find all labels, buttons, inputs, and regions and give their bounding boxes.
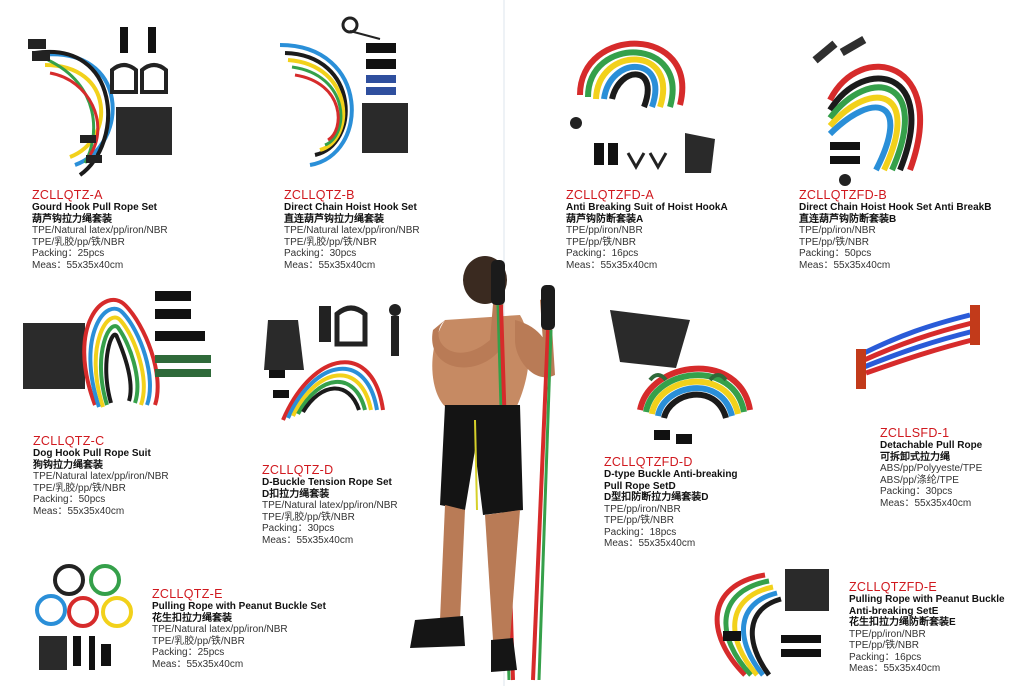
product-name-en: D-type Buckle Anti-breaking <box>604 469 738 480</box>
product-image <box>570 40 715 173</box>
packing-text: Packing：30pcs <box>880 486 953 497</box>
material-line: TPE/乳胶/pp/铁/NBR <box>152 635 245 647</box>
material-line: TPE/pp/iron/NBR <box>849 628 926 640</box>
packing-text: Packing：16pcs <box>849 651 922 663</box>
product-name-cn: 直连葫芦钩拉力绳套装 <box>284 213 384 225</box>
product-name-en: D-Buckle Tension Rope Set <box>262 477 392 488</box>
meas-text: Meas：55x35x40cm <box>566 259 658 271</box>
product-code: ZCLLQTZ-E <box>152 587 223 601</box>
product-image <box>812 36 924 186</box>
product-name-en: Gourd Hook Pull Rope Set <box>32 202 158 213</box>
product-name-cn: 葫芦钩防断套装A <box>566 213 644 225</box>
meas-text: Meas：55x35x40cm <box>604 538 696 549</box>
product-name-en-line2: Pull Rope SetD <box>604 480 676 492</box>
material-line: TPE/pp/iron/NBR <box>566 225 643 236</box>
product-zcllsfd-1: ZCLLSFD-1 Detachable Pull Rope 可拆卸式拉力绳 A… <box>850 295 1015 515</box>
meas-text: Meas：55x35x40cm <box>849 663 941 674</box>
product-code: ZCLLQTZ-B <box>284 188 355 202</box>
material-line: TPE/乳胶/pp/铁/NBR <box>33 482 126 494</box>
product-name-cn: 狗钩拉力绳套装 <box>33 459 103 471</box>
model-figure-image <box>410 256 555 681</box>
material-line: ABS/pp/涤纶/TPE <box>880 474 959 486</box>
product-name-en: Direct Chain Hoist Hook Set <box>284 202 417 213</box>
material-line: TPE/pp/iron/NBR <box>604 503 681 515</box>
material-line: TPE/Natural latex/pp/iron/NBR <box>152 624 288 635</box>
product-code: ZCLLQTZ-D <box>262 463 334 477</box>
product-code: ZCLLQTZFD-B <box>799 188 888 202</box>
material-line: TPE/pp/铁/NBR <box>604 515 675 526</box>
packing-text: Packing：16pcs <box>566 248 639 259</box>
product-name-en: Anti Breaking Suit of Hoist HookA <box>566 202 728 213</box>
product-code: ZCLLQTZ-A <box>32 188 103 202</box>
meas-text: Meas：55x35x40cm <box>262 534 354 546</box>
product-zcllqtzfd-a: ZCLLQTZFD-A Anti Breaking Suit of Hoist … <box>560 25 770 275</box>
product-name-en: Pulling Rope with Peanut Buckle <box>849 594 1005 605</box>
meas-text: Meas：55x35x40cm <box>880 497 972 509</box>
material-line: TPE/Natural latex/pp/iron/NBR <box>262 500 398 511</box>
product-image <box>23 291 211 408</box>
product-image <box>856 305 980 389</box>
material-line: TPE/pp/铁/NBR <box>566 236 637 248</box>
product-zcllqtzfd-d: ZCLLQTZFD-D D-type Buckle Anti-breaking … <box>600 300 800 560</box>
product-zcllqtz-a: ZCLLQTZ-A Gourd Hook Pull Rope Set 葫芦钩拉力… <box>20 25 220 275</box>
product-image <box>264 304 401 421</box>
meas-text: Meas：55x35x40cm <box>284 259 376 271</box>
packing-text: Packing：25pcs <box>32 248 105 259</box>
product-image <box>610 310 753 444</box>
product-name-cn: 花生扣拉力绳套装 <box>152 612 232 624</box>
material-line: TPE/pp/铁/NBR <box>849 640 920 651</box>
meas-text: Meas：55x35x40cm <box>33 505 125 517</box>
product-zcllqtz-e: ZCLLQTZ-E Pulling Rope with Peanut Buckl… <box>35 560 355 685</box>
product-zcllqtzfd-e: ZCLLQTZFD-E Pulling Rope with Peanut Buc… <box>705 565 1015 685</box>
product-name-cn: 花生扣拉力绳防断套装E <box>849 617 956 628</box>
product-name-en: Dog Hook Pull Rope Suit <box>33 448 151 459</box>
product-code: ZCLLQTZ-C <box>33 434 105 448</box>
product-name-en: Pulling Rope with Peanut Buckle Set <box>152 601 326 612</box>
material-line: TPE/pp/iron/NBR <box>799 225 876 236</box>
product-image <box>28 27 172 177</box>
packing-text: Packing：25pcs <box>152 647 225 658</box>
product-image <box>279 16 408 167</box>
product-code: ZCLLQTZFD-D <box>604 455 693 469</box>
meas-text: Meas：55x35x40cm <box>32 259 124 271</box>
product-name-cn: D扣拉力绳套装 <box>262 488 330 500</box>
packing-text: Packing：30pcs <box>284 248 357 259</box>
material-line: TPE/Natural latex/pp/iron/NBR <box>33 471 169 482</box>
material-line: TPE/Natural latex/pp/iron/NBR <box>284 225 420 236</box>
product-zcllqtz-b: ZCLLQTZ-B Direct Chain Hoist Hook Set 直连… <box>270 16 470 275</box>
product-name-cn: D型扣防断拉力绳套装D <box>604 492 709 503</box>
product-zcllqtz-d: ZCLLQTZ-D D-Buckle Tension Rope Set D扣拉力… <box>258 300 448 546</box>
product-name-en: Detachable Pull Rope <box>880 440 983 451</box>
packing-text: Packing：30pcs <box>262 523 335 534</box>
product-image <box>714 569 829 677</box>
product-name-en-line2: Anti-breaking SetE <box>849 605 939 617</box>
material-line: TPE/Natural latex/pp/iron/NBR <box>32 225 168 236</box>
meas-text: Meas：55x35x40cm <box>799 259 891 271</box>
product-code: ZCLLSFD-1 <box>880 426 950 440</box>
product-name-cn: 葫芦钩拉力绳套装 <box>32 213 112 225</box>
material-line: TPE/乳胶/pp/铁/NBR <box>284 236 377 248</box>
product-image <box>35 564 133 670</box>
product-name-cn: 可拆卸式拉力绳 <box>880 451 950 463</box>
material-line: TPE/乳胶/pp/铁/NBR <box>262 511 355 523</box>
product-name-en: Direct Chain Hoist Hook Set Anti BreakB <box>799 202 992 213</box>
material-line: TPE/pp/铁/NBR <box>799 236 870 248</box>
packing-text: Packing：50pcs <box>33 494 106 505</box>
product-code: ZCLLQTZFD-E <box>849 580 938 594</box>
material-line: ABS/pp/Polyyeste/TPE <box>880 463 983 474</box>
product-zcllqtzfd-b: ZCLLQTZFD-B Direct Chain Hoist Hook Set … <box>795 25 1015 275</box>
packing-text: Packing：50pcs <box>799 248 872 259</box>
packing-text: Packing：18pcs <box>604 526 677 538</box>
product-code: ZCLLQTZFD-A <box>566 188 655 202</box>
meas-text: Meas：55x35x40cm <box>152 658 244 670</box>
material-line: TPE/乳胶/pp/铁/NBR <box>32 236 125 248</box>
product-zcllqtz-c: ZCLLQTZ-C Dog Hook Pull Rope Suit 狗钩拉力绳套… <box>5 285 225 525</box>
product-name-cn: 直连葫芦钩防断套装B <box>799 213 897 225</box>
